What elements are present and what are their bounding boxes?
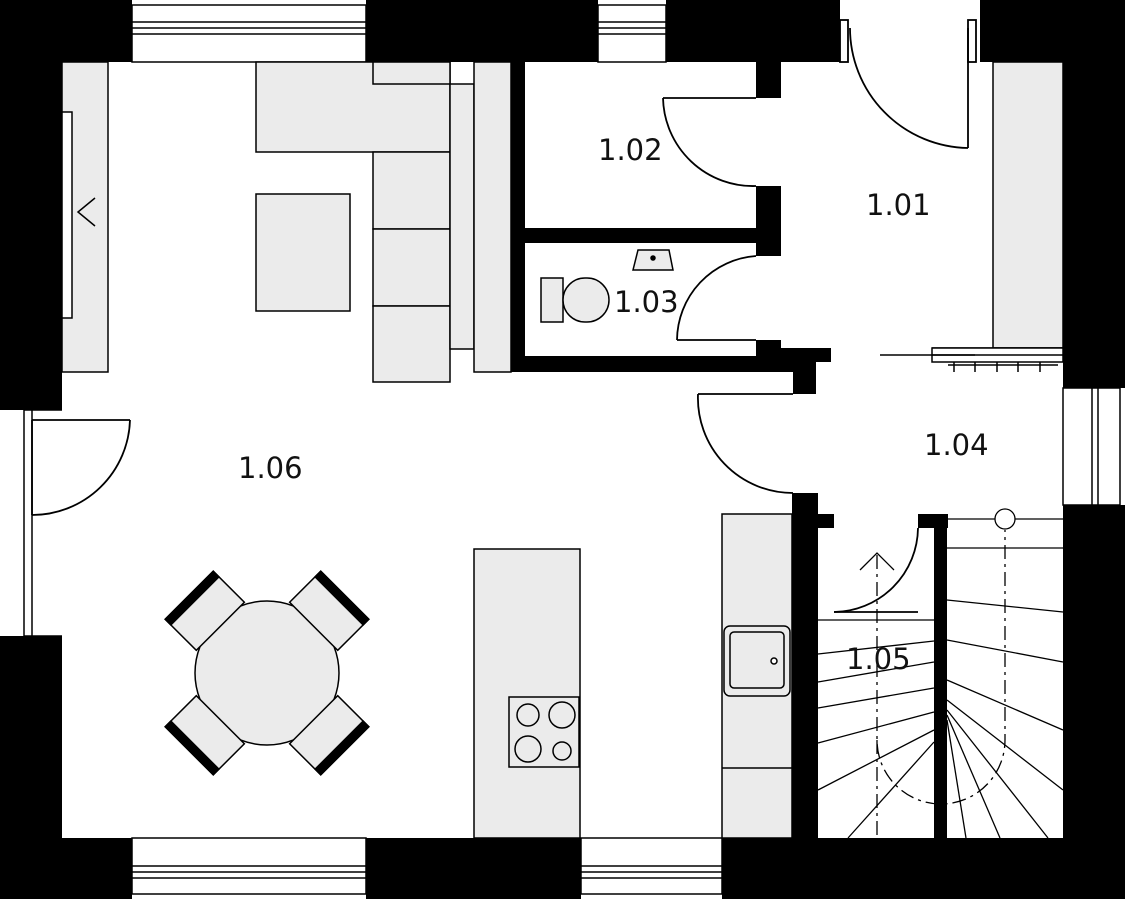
room-label-1-05: 1.05 xyxy=(846,642,911,676)
burner-icon xyxy=(516,703,540,727)
room-label-1-02: 1.02 xyxy=(598,133,663,167)
chair xyxy=(164,694,246,776)
coffee-table xyxy=(255,193,351,312)
tv-arrow-icon xyxy=(76,197,96,227)
chair xyxy=(288,694,370,776)
room-label-1-04: 1.04 xyxy=(924,428,989,462)
sofa-arm xyxy=(449,83,475,350)
room-label-1-06: 1.06 xyxy=(238,451,303,485)
stair-walkline xyxy=(876,530,1006,805)
room-label-1-01: 1.01 xyxy=(866,188,931,222)
drain-icon xyxy=(770,657,778,665)
room-labels: 1.01 1.02 1.03 1.04 1.05 1.06 xyxy=(238,133,989,676)
wc-fixtures xyxy=(540,249,674,323)
doors xyxy=(31,19,977,613)
kitchen xyxy=(473,513,793,839)
toilet-bowl xyxy=(562,277,610,323)
living-furniture xyxy=(61,61,512,383)
interior-walls xyxy=(511,62,948,839)
kitchen-island xyxy=(473,548,581,839)
burner-icon xyxy=(548,701,576,729)
tv xyxy=(61,111,73,319)
chair xyxy=(288,570,370,652)
dining-table xyxy=(194,600,340,746)
room-label-1-03: 1.03 xyxy=(614,285,679,319)
sofa-seat xyxy=(372,151,451,230)
toilet-tank xyxy=(540,277,564,323)
shelf xyxy=(473,61,512,373)
staircase xyxy=(817,508,1064,839)
chair xyxy=(164,570,246,652)
sink-bowl xyxy=(729,631,785,689)
wardrobe xyxy=(880,61,1064,372)
stair-arrow-icon xyxy=(859,552,895,571)
burner-icon xyxy=(552,741,572,761)
burner-icon xyxy=(514,735,542,763)
dining-set xyxy=(164,570,370,776)
windows xyxy=(23,4,1121,895)
